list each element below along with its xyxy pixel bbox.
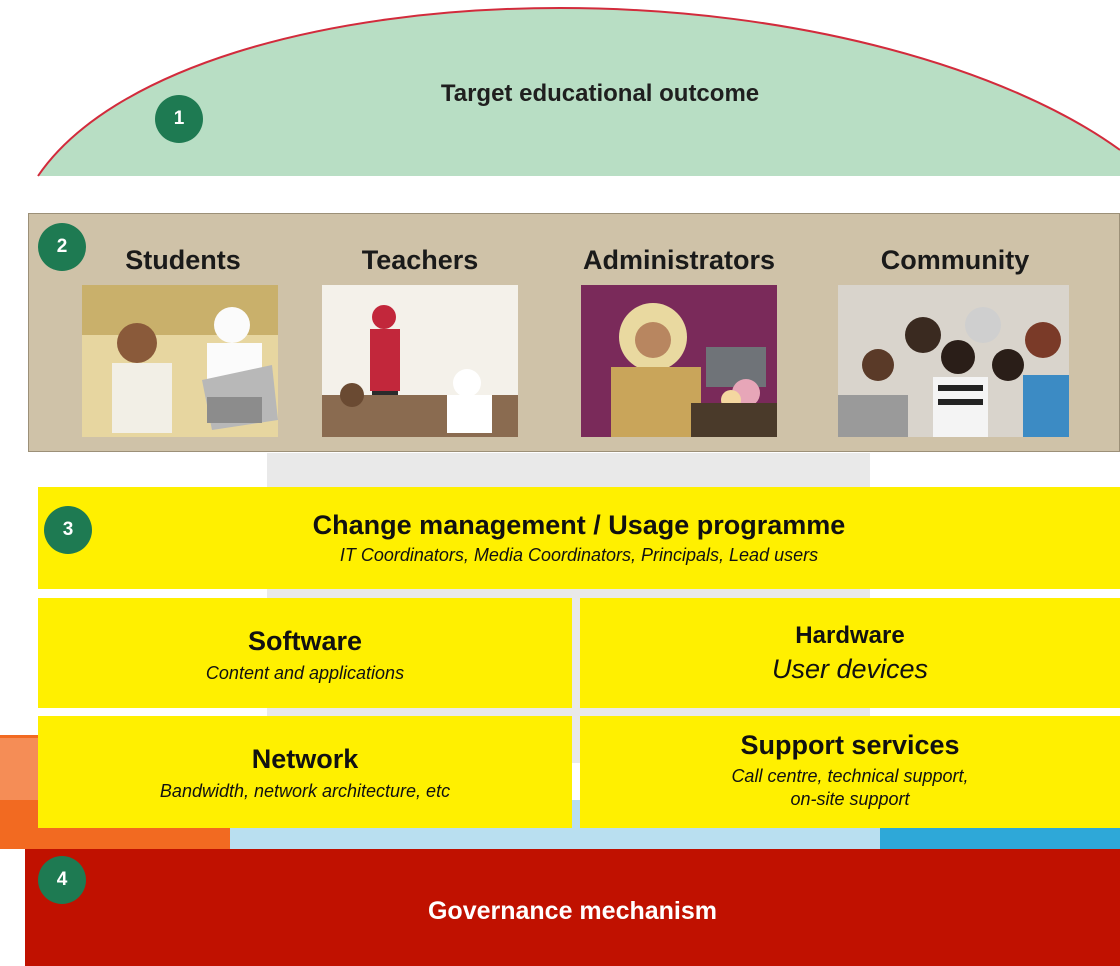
group-label-students: Students	[125, 245, 241, 275]
administrators-photo	[581, 285, 777, 437]
network-box: Network Bandwidth, network architecture,…	[38, 716, 572, 828]
network-title: Network	[251, 744, 359, 774]
group-label-administrators: Administrators	[582, 245, 776, 275]
students-photo	[82, 285, 278, 437]
support-services-box: Support services Call centre, technical …	[580, 716, 1120, 828]
governance-bar	[25, 849, 1120, 966]
group-label-teachers: Teachers	[361, 245, 479, 275]
step-badge-3: 3	[44, 506, 92, 554]
support-services-title: Support services	[740, 730, 960, 760]
hardware-title: Hardware	[795, 622, 905, 649]
dome-outline	[37, 6, 1120, 177]
step-badge-2: 2	[38, 223, 86, 271]
support-services-subtitle-line1: Call centre, technical support,	[731, 766, 969, 786]
outcome-title: Target educational outcome	[440, 80, 760, 107]
community-photo	[838, 285, 1069, 437]
step-badge-1: 1	[155, 95, 203, 143]
change-management-subtitle: IT Coordinators, Media Coordinators, Pri…	[339, 545, 819, 565]
change-management-box: Change management / Usage programme IT C…	[38, 487, 1120, 589]
outcome-dome	[38, 8, 1120, 176]
software-box: Software Content and applications	[38, 598, 572, 708]
change-management-title: Change management / Usage programme	[312, 510, 846, 540]
network-subtitle: Bandwidth, network architecture, etc	[159, 781, 451, 801]
step-badge-4: 4	[38, 856, 86, 904]
hardware-subtitle: User devices	[771, 654, 929, 684]
hardware-box: Hardware User devices	[580, 598, 1120, 708]
software-subtitle: Content and applications	[205, 663, 405, 683]
group-label-community: Community	[880, 245, 1030, 275]
teachers-photo	[322, 285, 518, 437]
software-title: Software	[247, 626, 363, 656]
governance-title: Governance mechanism	[427, 897, 717, 925]
support-services-subtitle-line2: on-site support	[790, 789, 910, 809]
